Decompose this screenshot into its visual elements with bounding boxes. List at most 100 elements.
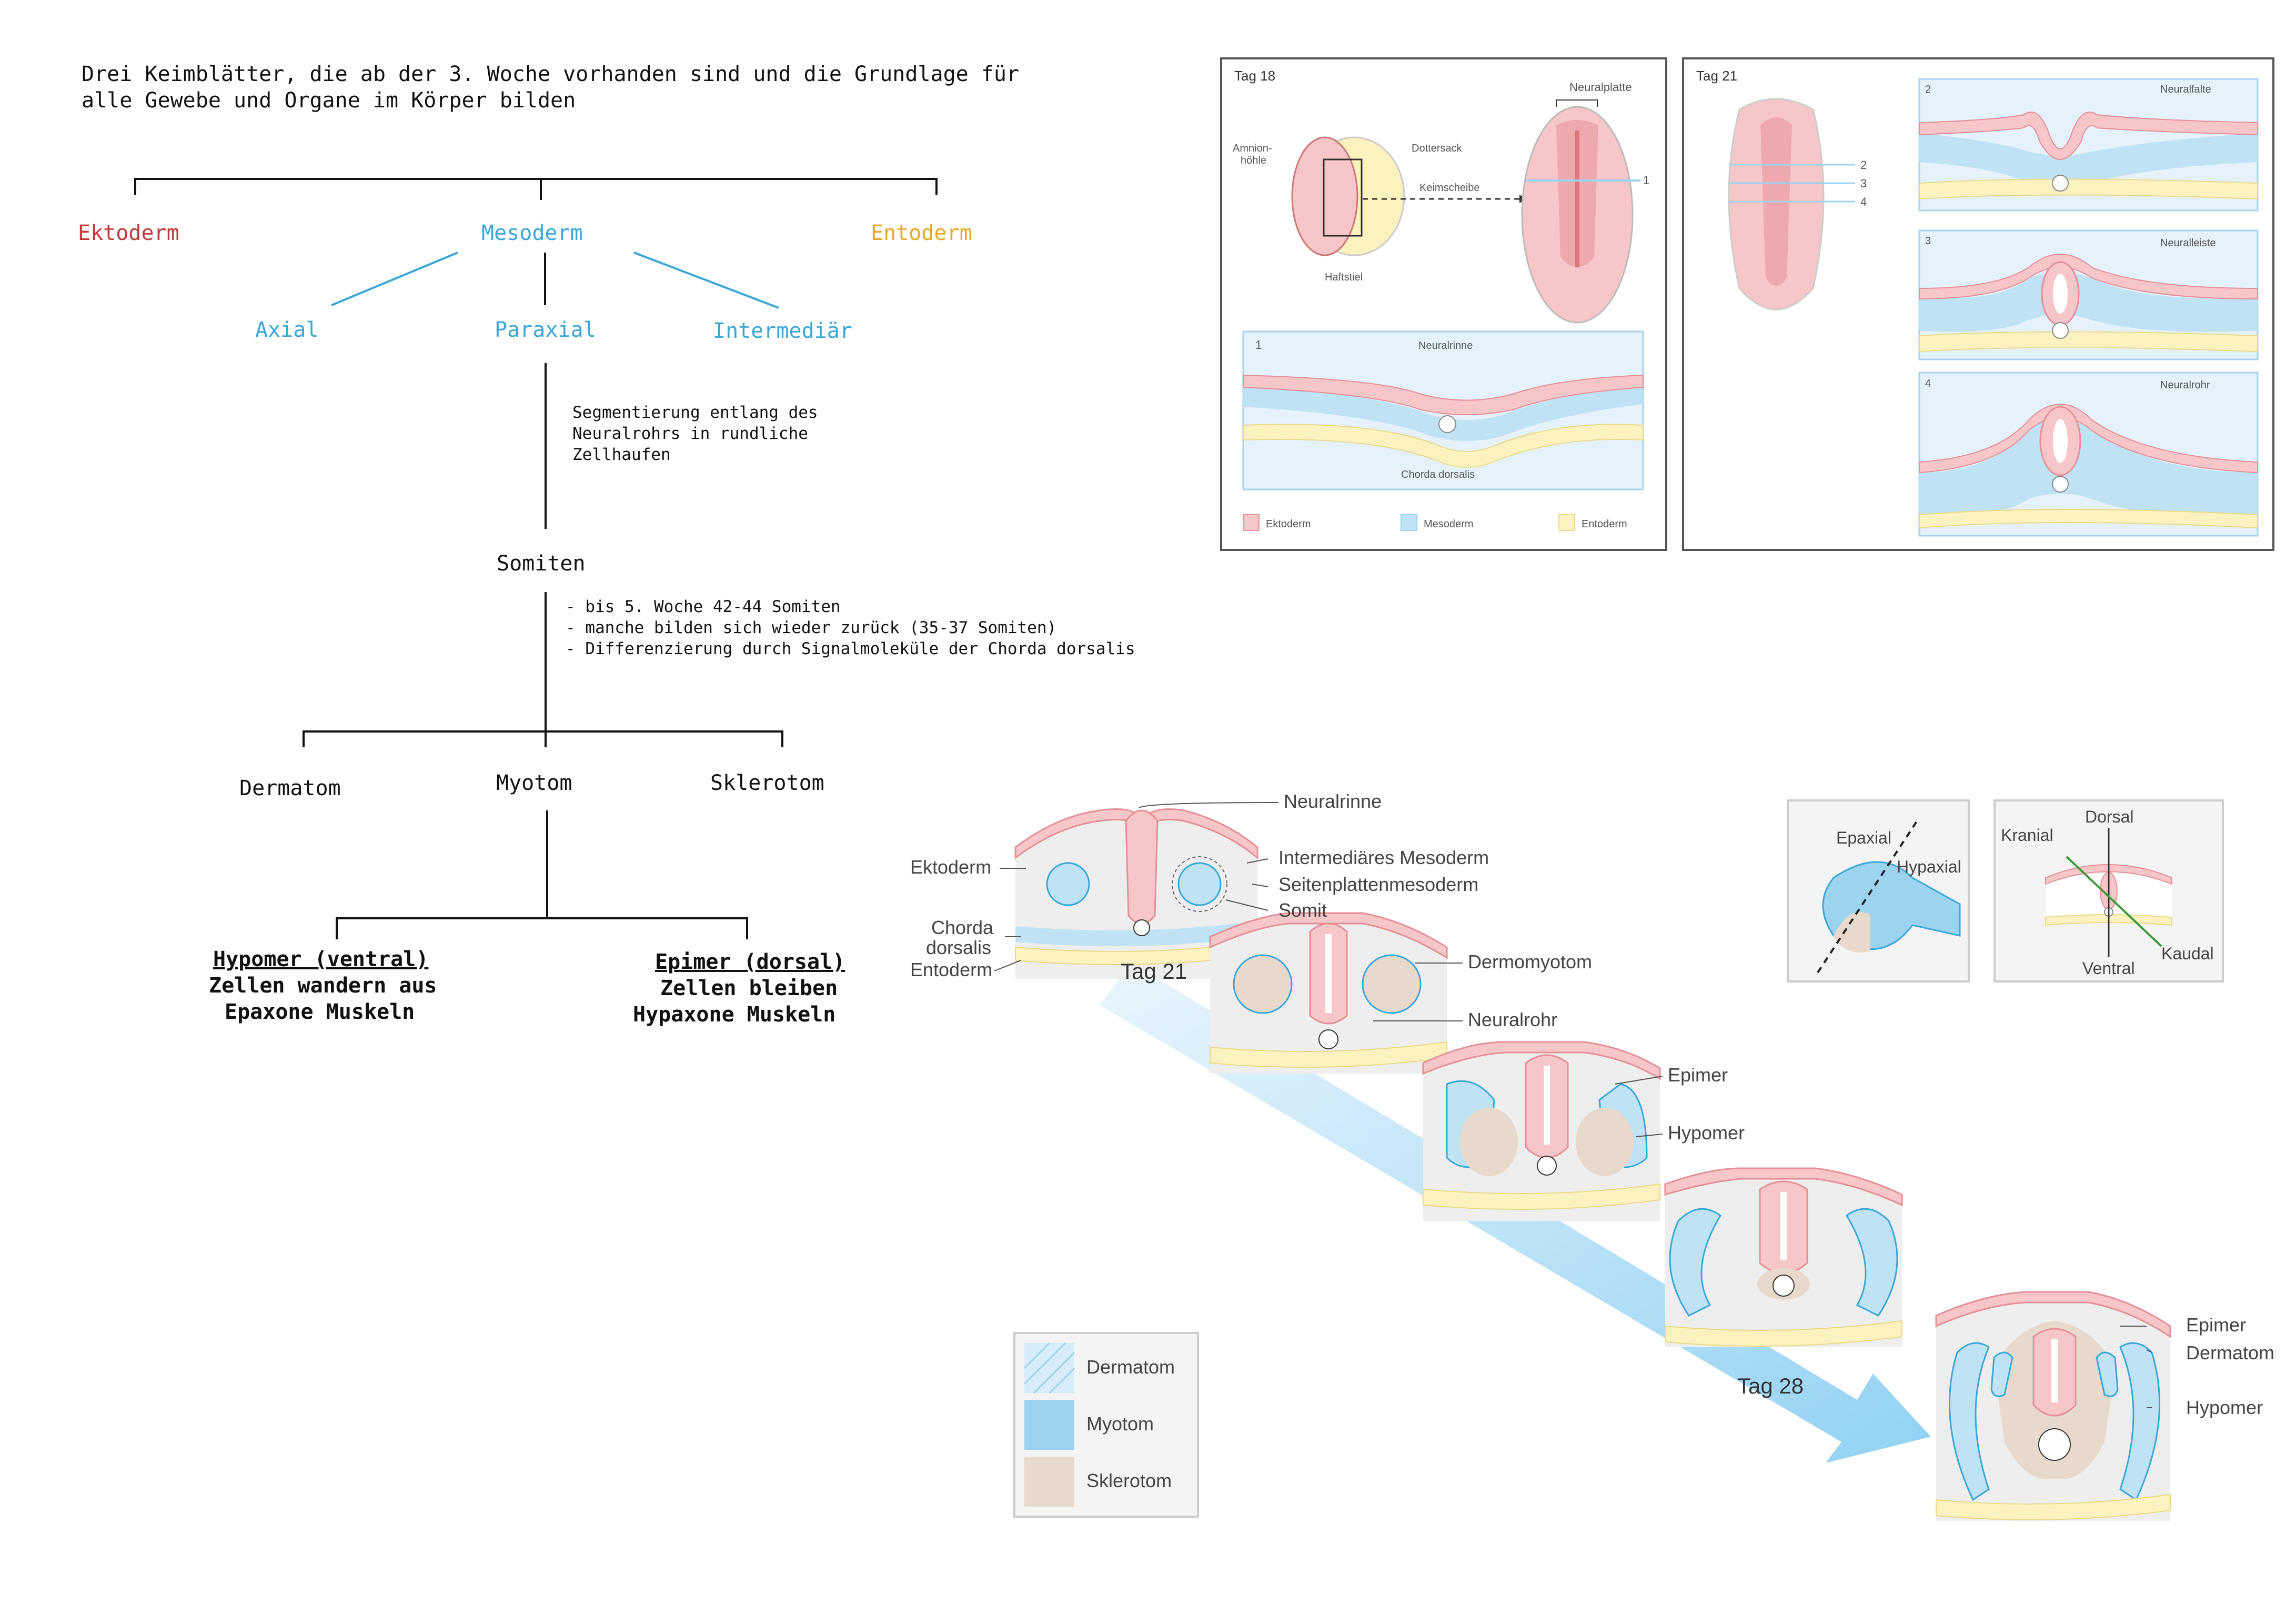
keimscheibe-label: Keimscheibe <box>1419 182 1480 194</box>
embryo-dorsal-view <box>1728 98 1855 310</box>
intermediaer-label: Intermediär <box>713 319 852 343</box>
myotom-label: Myotom <box>496 771 572 795</box>
chorda-label-top: Chorda dorsalis <box>1401 469 1475 480</box>
somiten-note-2: - manche bilden sich wieder zurück (35-3… <box>566 618 1057 637</box>
epimer-line-2: Hypaxone Muskeln <box>633 1003 836 1027</box>
section-panel-3 <box>1918 229 2259 360</box>
panel-number-1: 1 <box>1255 338 1262 352</box>
tag21-title: Tag 21 <box>1696 68 1737 84</box>
legend-mesoderm: Mesoderm <box>1424 518 1473 530</box>
stage-5-section <box>1935 1291 2171 1521</box>
sklerotom-label: Sklerotom <box>710 771 824 795</box>
legend-entoderm: Entoderm <box>1582 518 1627 530</box>
axial-label: Axial <box>255 318 319 342</box>
haftstiel-label: Haftstiel <box>1325 272 1363 283</box>
label-epaxial: Epaxial <box>1836 828 1891 847</box>
epimer-title: Epimer (dorsal) <box>655 950 845 974</box>
marker-4: 4 <box>1860 195 1867 208</box>
tag18-title: Tag 18 <box>1234 68 1275 84</box>
dermatom-label: Dermatom <box>239 776 341 800</box>
neuralrohr-label-top: Neuralrohr <box>2160 379 2210 391</box>
section-panel-2 <box>1918 78 2259 212</box>
embryo-disc-diagram <box>1291 136 1527 256</box>
segment-note-3: Zellhaufen <box>572 445 671 464</box>
label-kaudal: Kaudal <box>2161 944 2214 963</box>
tissue-legend: Dermatom Myotom Sklerotom <box>1013 1332 1199 1518</box>
label-tag21: Tag 21 <box>1121 959 1187 984</box>
label-entoderm: Entoderm <box>910 959 992 980</box>
legend-dermatom-swatch <box>1024 1343 1074 1393</box>
marker-1: 1 <box>1643 174 1649 187</box>
neuralleiste-label: Neuralleiste <box>2160 237 2216 249</box>
hypomer-line-1: Zellen wandern aus <box>209 974 437 998</box>
segment-note-2: Neuralrohrs in rundliche <box>572 424 808 443</box>
label-dermatom-2: Dermatom <box>2186 1342 2274 1364</box>
somiten-note-3: - Differenzierung durch Signalmoleküle d… <box>566 639 1135 658</box>
label-kranial: Kranial <box>2001 826 2053 845</box>
label-chorda-2: dorsalis <box>926 937 991 958</box>
legend-ektoderm: Ektoderm <box>1266 518 1311 530</box>
hypomer-title: Hypomer (ventral) <box>213 947 429 971</box>
stage-2-section <box>1209 912 1448 1074</box>
legend-swatch-ektoderm <box>1243 514 1260 531</box>
panel-number-3: 3 <box>1925 235 1931 247</box>
label-chorda-1: Chorda <box>931 917 994 938</box>
somiten-note-1: - bis 5. Woche 42-44 Somiten <box>566 597 841 616</box>
label-ektoderm: Ektoderm <box>910 856 991 878</box>
neuralplatte-label: Neuralplatte <box>1569 81 1632 94</box>
neuralrinne-label-top: Neuralrinne <box>1418 340 1473 352</box>
somite-figure: Neuralrinne Ektoderm Intermediäres Mesod… <box>910 790 2274 1521</box>
paraxial-label: Paraxial <box>495 318 596 342</box>
ektoderm-label: Ektoderm <box>78 221 179 245</box>
intro-line-1: Drei Keimblätter, die ab der 3. Woche vo… <box>82 62 1020 86</box>
label-dorsal: Dorsal <box>2085 807 2133 826</box>
label-intermed: Intermediäres Mesoderm <box>1278 847 1489 868</box>
epaxial-hypaxial-box: Epaxial Hypaxial <box>1787 799 1970 983</box>
legend-sklerotom-swatch <box>1024 1457 1074 1507</box>
neuralfalte-label: Neuralfalte <box>2160 84 2211 95</box>
direction-box: Dorsal Kranial Kaudal Ventral <box>1993 799 2224 983</box>
neural-plate-diagram <box>1521 99 1640 324</box>
legend-myotom: Myotom <box>1086 1413 1154 1435</box>
leader-lines <box>994 802 2152 1408</box>
amnion-label-2: höhle <box>1241 155 1266 166</box>
marker-3: 3 <box>1860 177 1867 190</box>
amnion-label-1: Amnion- <box>1233 143 1272 154</box>
label-ventral: Ventral <box>2082 959 2135 978</box>
dottersack-label: Dottersack <box>1412 143 1463 154</box>
label-somit: Somit <box>1278 899 1327 921</box>
legend-sklerotom: Sklerotom <box>1086 1470 1172 1491</box>
segment-note-1: Segmentierung entlang des <box>572 403 818 422</box>
label-dermomyotom: Dermomyotom <box>1468 951 1592 973</box>
intro-line-2: alle Gewebe und Organe im Körper bilden <box>82 88 576 113</box>
tag21-figure: Tag 21 2 3 4 2 Neuralfalte 3 Neuralleist… <box>1682 57 2274 551</box>
legend-swatch-entoderm <box>1558 514 1575 531</box>
legend-dermatom: Dermatom <box>1086 1356 1175 1378</box>
label-hypomer-2: Hypomer <box>2186 1397 2263 1418</box>
stage-3-section <box>1422 1041 1661 1221</box>
label-tag28: Tag 28 <box>1737 1374 1804 1398</box>
panel-number-2: 2 <box>1925 84 1931 95</box>
label-neuralrinne: Neuralrinne <box>1284 790 1382 812</box>
marker-2: 2 <box>1860 158 1867 172</box>
legend-swatch-mesoderm <box>1401 514 1417 531</box>
mesoderm-label: Mesoderm <box>481 221 583 245</box>
section-panel-1 <box>1242 330 1644 490</box>
label-epimer: Epimer <box>1668 1064 1728 1086</box>
hypomer-line-2: Epaxone Muskeln <box>225 1000 415 1024</box>
notes-tree-lines <box>134 178 938 939</box>
epimer-line-1: Zellen bleiben <box>660 976 838 1000</box>
tag18-figure: Tag 18 Neuralplatte Amnion- höhle Dotter… <box>1220 57 1667 551</box>
label-neuralrohr: Neuralrohr <box>1468 1009 1557 1030</box>
label-hypomer: Hypomer <box>1668 1122 1745 1144</box>
label-seitenplatten: Seitenplattenmesoderm <box>1278 874 1478 895</box>
stage-4-section <box>1664 1167 1903 1347</box>
panel-number-4: 4 <box>1925 378 1931 389</box>
legend-myotom-swatch <box>1024 1400 1074 1450</box>
label-epimer-2: Epimer <box>2186 1314 2246 1336</box>
stage-1-section <box>1014 808 1258 979</box>
section-panel-4 <box>1918 372 2259 537</box>
label-hypaxial: Hypaxial <box>1897 857 1961 876</box>
entoderm-label: Entoderm <box>871 221 972 245</box>
somiten-label: Somiten <box>497 552 586 576</box>
